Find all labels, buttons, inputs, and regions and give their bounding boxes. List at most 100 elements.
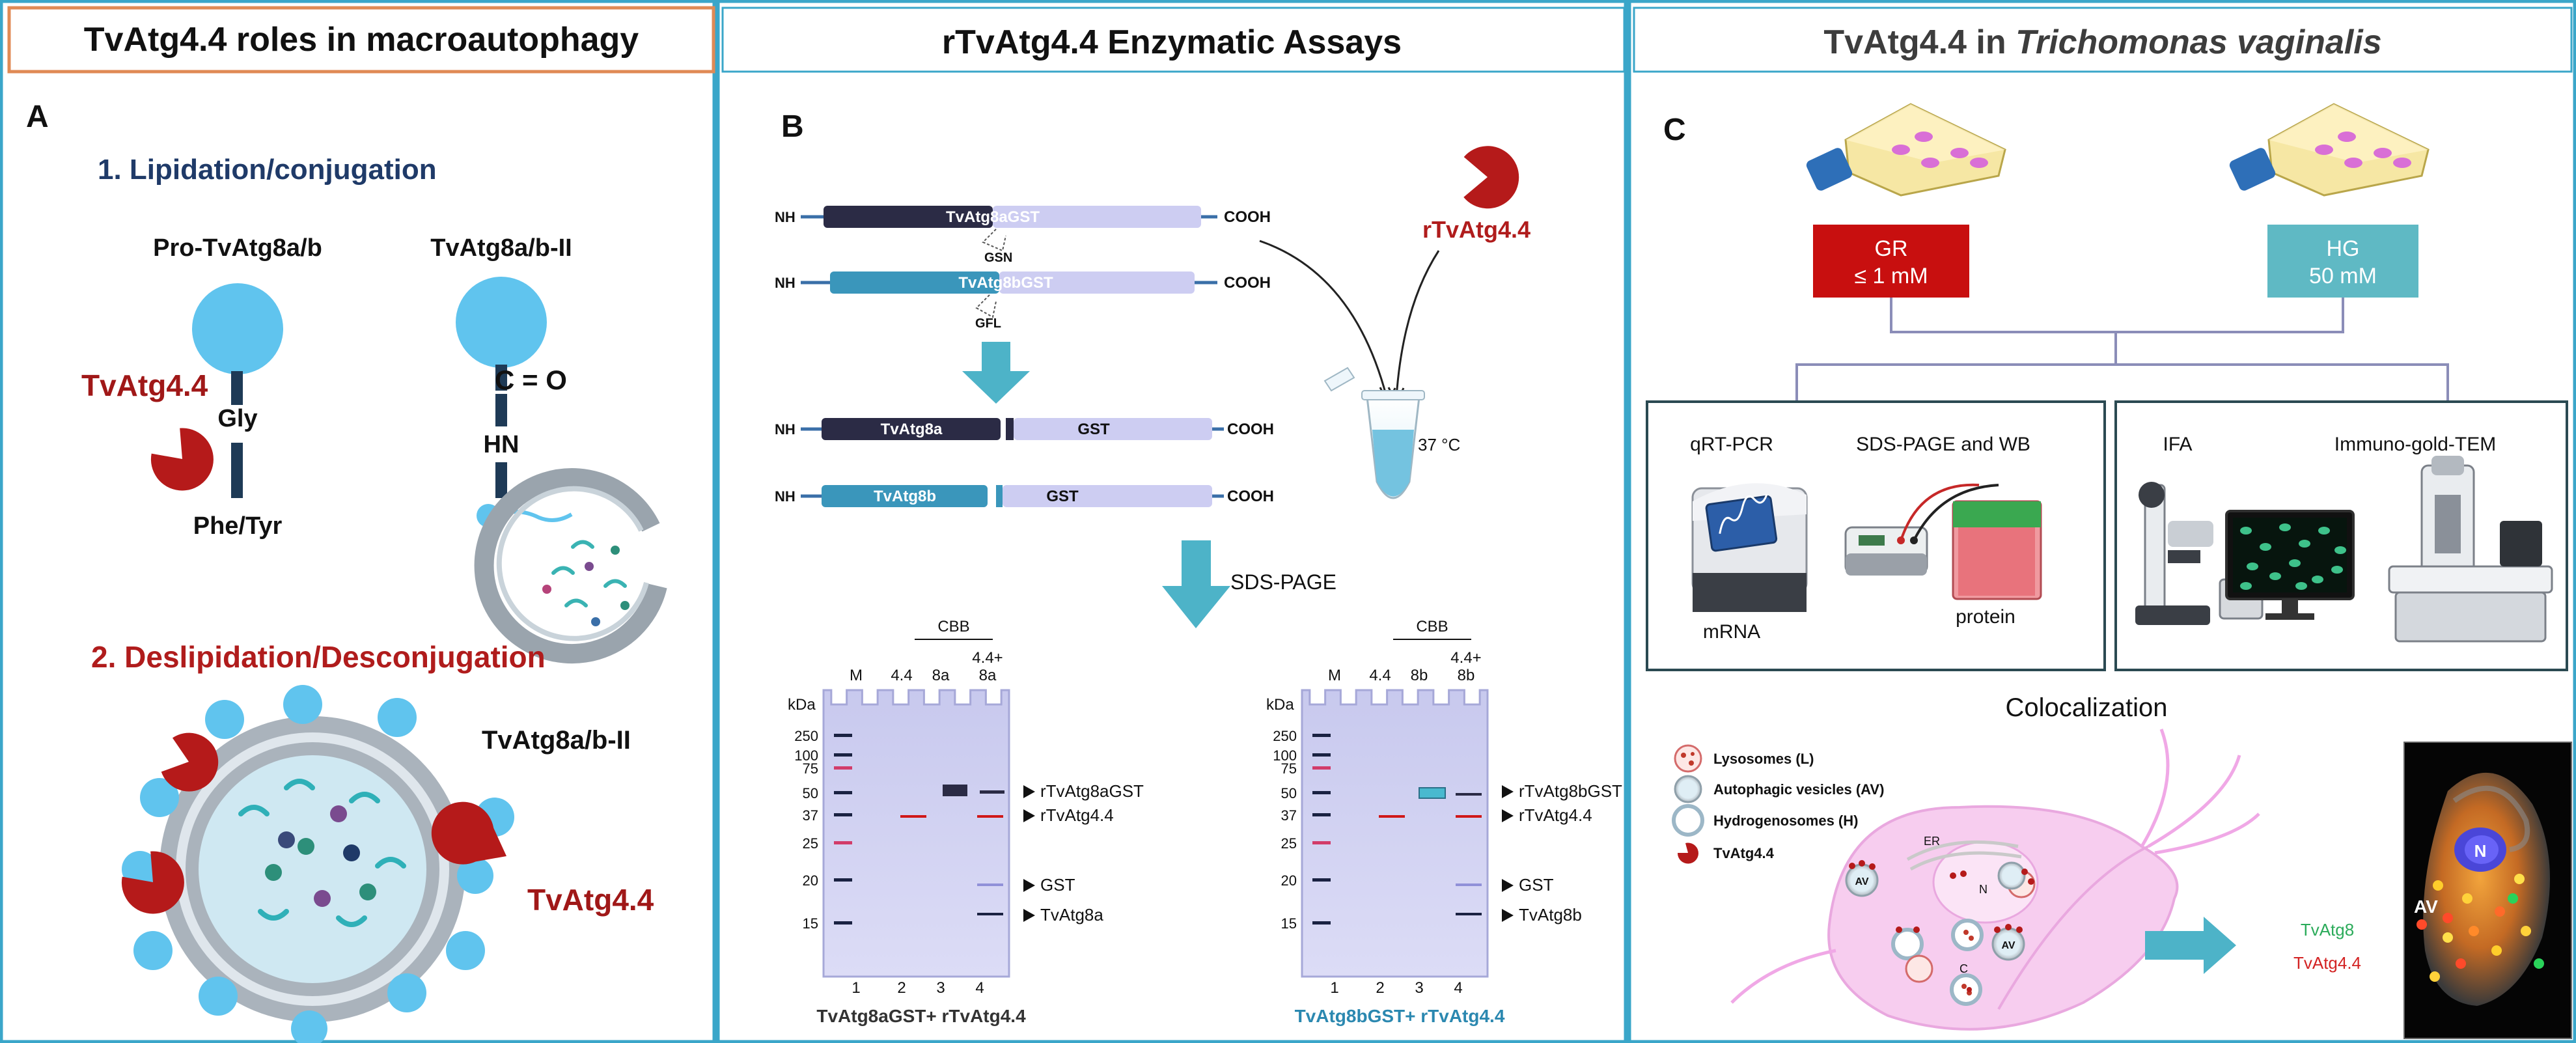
lane-number: 2 — [897, 979, 906, 997]
fluorescent-punctum — [2491, 945, 2502, 956]
band-enzyme-lane4 — [977, 815, 1003, 818]
fluorescent-punctum — [2508, 893, 2518, 904]
cell-dot — [2260, 543, 2271, 551]
lane-top-label: 4.4+ — [1450, 649, 1481, 667]
pacman-enzyme-icon — [150, 428, 214, 491]
band-arrowhead — [1023, 879, 1035, 892]
step2-heading: 2. Deslipidation/Desconjugation — [91, 640, 546, 674]
band-enzyme-lane2 — [900, 815, 926, 818]
construct-b: NH TvAtg8bGST COOH GFL — [775, 271, 1271, 331]
svg-text:N: N — [1979, 883, 1987, 896]
marker-label: 25 — [1281, 835, 1297, 852]
marker-band — [834, 921, 852, 925]
svg-text:Autophagic vesicles (AV): Autophagic vesicles (AV) — [1713, 781, 1884, 798]
cell-dot — [2299, 540, 2310, 548]
arrow-enzyme-to-tube — [1395, 250, 1440, 398]
cell-dot — [2331, 566, 2343, 574]
band-arrowhead — [1502, 809, 1514, 822]
culture-flask-gr-icon — [1806, 103, 2006, 197]
culture-flask-hg-icon — [2229, 103, 2430, 197]
panel-letter-c: C — [1663, 113, 1686, 147]
svg-text:TvAtg8aGST: TvAtg8aGST — [946, 208, 1040, 226]
band-cleaved — [1456, 913, 1482, 915]
gr-condition-box — [1813, 225, 1969, 298]
sds-label: SDS-PAGE — [1230, 570, 1336, 594]
svg-text:qRT-PCR: qRT-PCR — [1690, 434, 1773, 455]
lane-top-label: 4.4 — [891, 667, 912, 684]
fluorescent-punctum — [2430, 971, 2440, 982]
svg-text:TvAtg4.4: TvAtg4.4 — [1713, 845, 1775, 861]
cbb-label: CBB — [1416, 618, 1448, 635]
monitor-icon — [2225, 510, 2355, 620]
marker-label: 100 — [794, 747, 818, 764]
gel-body — [1301, 689, 1489, 978]
cell-dot — [2269, 572, 2281, 580]
svg-text:COOH: COOH — [1227, 488, 1274, 505]
cell-dot — [2279, 523, 2291, 531]
lane-top-label: 4.4 — [1369, 667, 1391, 684]
lane-top-label: 8a — [979, 667, 997, 684]
marker-band — [834, 878, 852, 882]
marker-band — [834, 734, 852, 737]
svg-text:NH: NH — [775, 209, 796, 225]
marker-label: 50 — [803, 785, 818, 801]
marker-label: 75 — [803, 760, 818, 777]
svg-text:AV: AV — [2414, 897, 2438, 917]
band-cleaved — [977, 913, 1003, 915]
ii-form-label: TvAtg8a/b-II — [430, 234, 572, 262]
arrow-down-sds — [1162, 540, 1230, 628]
svg-text:AV: AV — [1855, 876, 1868, 887]
marker-label: 100 — [1273, 747, 1297, 764]
hn-label: HN — [484, 431, 519, 458]
gly-label: Gly — [217, 405, 257, 432]
left-title-box — [7, 6, 715, 74]
enzyme-label-middle: rTvAtg4.4 — [1422, 216, 1530, 243]
marker-label: 20 — [1281, 872, 1297, 889]
band-label: rTvAtg4.4 — [1040, 805, 1114, 825]
enzyme-label-1: TvAtg4.4 — [81, 369, 208, 402]
svg-text:AV: AV — [2001, 940, 2015, 951]
arrow-down-cleavage — [962, 342, 1030, 404]
band-label: TvAtg8b — [1519, 905, 1582, 925]
cell-dot — [2312, 576, 2323, 583]
band-substrate — [1419, 787, 1446, 799]
enzyme-label-2: TvAtg4.4 — [527, 883, 654, 917]
temperature-label: 37 °C — [1418, 435, 1460, 454]
lane-number: 3 — [936, 979, 945, 997]
band-arrowhead — [1023, 909, 1035, 922]
svg-text:GR: GR — [1875, 236, 1908, 261]
svg-text:Lysosomes (L): Lysosomes (L) — [1713, 751, 1814, 767]
lane-number: 1 — [1330, 979, 1338, 997]
marker-band — [1312, 921, 1331, 925]
svg-text:COOH: COOH — [1227, 421, 1274, 438]
svg-text:TvAtg8bGST: TvAtg8bGST — [958, 274, 1053, 292]
marker-label: 250 — [794, 728, 818, 744]
marker-label: 15 — [1281, 915, 1297, 932]
kda-label: kDa — [1266, 696, 1294, 714]
coloc-legend: Lysosomes (L) Autophagic vesicles (AV) H… — [1672, 744, 1884, 864]
marker-band — [1312, 878, 1331, 882]
svg-text:N: N — [2474, 841, 2487, 861]
svg-text:GFL: GFL — [975, 316, 1001, 331]
marker-label: 37 — [803, 807, 818, 824]
svg-text:Immuno-gold-TEM: Immuno-gold-TEM — [2334, 434, 2496, 455]
band-gst — [1456, 883, 1482, 886]
band-enzyme-lane2 — [1379, 815, 1405, 818]
marker-band — [1312, 766, 1331, 770]
marker-label: 75 — [1281, 760, 1297, 777]
marker-band — [834, 791, 852, 794]
fluorescent-punctum — [2417, 919, 2427, 930]
svg-text:COOH: COOH — [1224, 208, 1271, 226]
channel-label-green: TvAtg8 — [2301, 920, 2354, 939]
c-eq-o-label: C = O — [495, 365, 567, 395]
tem-microscope-icon — [2388, 456, 2553, 643]
band-arrowhead — [1502, 785, 1514, 798]
band-arrowhead — [1502, 909, 1514, 922]
cell-dot — [2247, 563, 2258, 570]
fluorescent-punctum — [2521, 926, 2531, 936]
marker-label: 37 — [1281, 807, 1297, 824]
band-gst — [977, 883, 1003, 886]
svg-text:GST: GST — [1077, 421, 1110, 438]
